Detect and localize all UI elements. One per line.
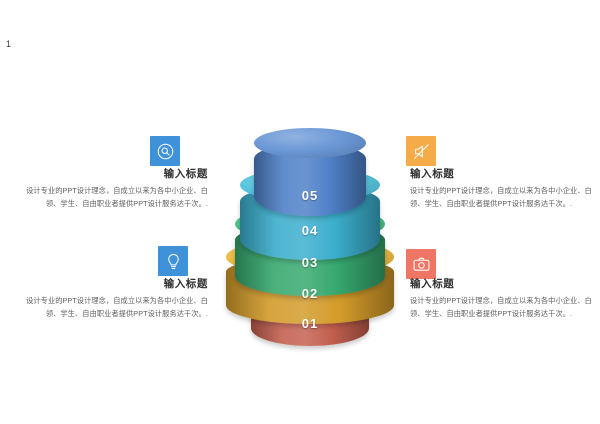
- icon-tile-top-left[interactable]: [150, 136, 180, 166]
- cylinder-layer-label: 04: [301, 223, 319, 238]
- info-title: 输入标题: [410, 278, 455, 290]
- lightbulb-icon: [164, 252, 183, 271]
- cylinder-layer-label: 05: [301, 188, 319, 203]
- search-circle-icon: [156, 142, 175, 161]
- info-block-top-right: 输入标题 设计专业的PPT设计理念，自成立以来为各中小企业、白领、学生、自由职业…: [410, 168, 600, 211]
- info-block-bottom-right: 输入标题 设计专业的PPT设计理念，自成立以来为各中小企业、白领、学生、自由职业…: [410, 278, 600, 321]
- cylinder-layer-label: 02: [301, 286, 319, 301]
- icon-tile-bottom-right[interactable]: [406, 249, 436, 279]
- info-body: 设计专业的PPT设计理念，自成立以来为各中小企业、白领、学生、自由职业者提供PP…: [410, 186, 592, 209]
- slide-number: 1: [6, 39, 12, 49]
- info-block-top-left: 输入标题 设计专业的PPT设计理念，自成立以来为各中小企业、白领、学生、自由职业…: [18, 168, 208, 211]
- cylinder-top-face: [254, 128, 366, 158]
- info-title: 输入标题: [163, 278, 208, 290]
- info-block-bottom-left: 输入标题 设计专业的PPT设计理念，自成立以来为各中小企业、白领、学生、自由职业…: [18, 278, 208, 321]
- volume-mute-icon: [412, 142, 431, 161]
- icon-tile-top-right[interactable]: [406, 136, 436, 166]
- stacked-cylinder-diagram: 01 02 03 04 05: [225, 128, 395, 346]
- info-title: 输入标题: [410, 168, 455, 180]
- cylinder-layer[interactable]: [254, 128, 366, 216]
- cylinder-layer-label: 03: [301, 255, 319, 270]
- cylinder-layer-label: 01: [301, 316, 319, 331]
- info-title: 输入标题: [163, 168, 208, 180]
- info-body: 设计专业的PPT设计理念，自成立以来为各中小企业、白领、学生、自由职业者提供PP…: [26, 186, 208, 209]
- camera-icon: [412, 255, 431, 274]
- icon-tile-bottom-left[interactable]: [158, 246, 188, 276]
- info-body: 设计专业的PPT设计理念，自成立以来为各中小企业、白领、学生、自由职业者提供PP…: [26, 296, 208, 319]
- info-body: 设计专业的PPT设计理念，自成立以来为各中小企业、白领、学生、自由职业者提供PP…: [410, 296, 592, 319]
